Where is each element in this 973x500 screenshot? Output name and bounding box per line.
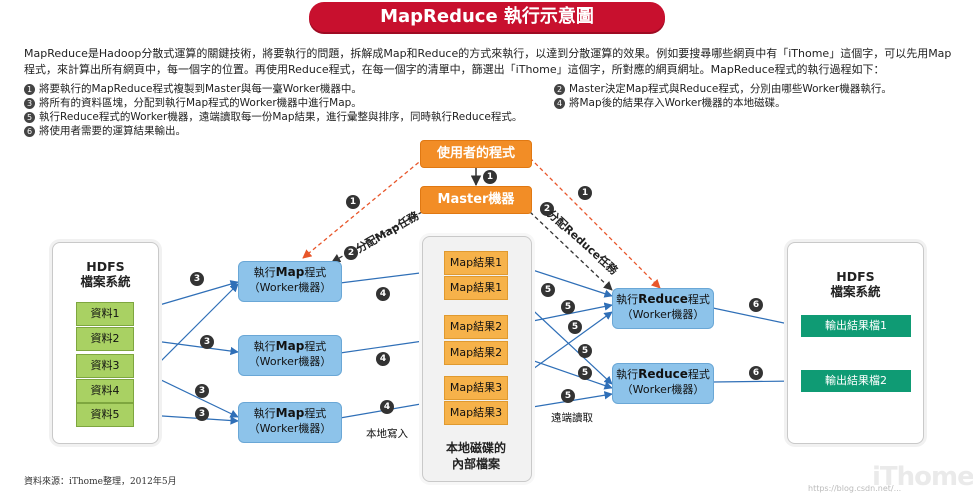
data-file-5: 資料5 [76, 403, 134, 427]
step4-marker: 4 [376, 352, 390, 366]
data-file-2: 資料2 [76, 327, 134, 351]
map-result-3a: Map結果3 [444, 376, 508, 400]
remote-read-label: 遠端讀取 [551, 412, 593, 424]
disk-label-line1: 本地磁碟的 [445, 441, 506, 455]
step-2: 2 Master決定Map程式與Reduce程式，分別由哪些Worker機器執行。 [554, 82, 892, 96]
map-result-1b: Map結果1 [444, 276, 508, 300]
map-result-2b: Map結果2 [444, 341, 508, 365]
step6-marker: 6 [749, 298, 763, 312]
step3-marker: 3 [200, 335, 214, 349]
map-worker-3: 執行Map程式 （Worker機器） [238, 402, 342, 443]
step-text: 將所有的資料區塊，分配到執行Map程式的Worker機器中進行Map。 [39, 97, 362, 109]
step6-marker: 6 [749, 366, 763, 380]
step-number-icon: 4 [554, 97, 565, 109]
map-result-1a: Map結果1 [444, 251, 508, 275]
reduce-worker-subtitle: （Worker機器） [621, 383, 705, 396]
output-file-2: 輸出結果檔2 [801, 370, 911, 392]
step1-marker-center: 1 [483, 170, 497, 184]
step-number-icon: 5 [24, 111, 35, 123]
step5-marker: 5 [568, 320, 582, 334]
map-worker-title: 執行Map程式 [253, 265, 327, 279]
hdfs-left-line2: 檔案系統 [80, 274, 131, 289]
data-file-3: 資料3 [76, 354, 134, 378]
step-number-icon: 6 [24, 125, 35, 137]
step3-marker: 3 [195, 407, 209, 421]
arrow-reduce2-out [712, 376, 799, 386]
hdfs-left-line1: HDFS [86, 259, 125, 274]
local-write-label: 本地寫入 [366, 428, 408, 440]
arrow-assign-reduce [529, 211, 613, 291]
diagram-title: MapReduce 執行示意圖 [309, 2, 665, 32]
watermark: https://blog.csdn.net/... [808, 484, 902, 493]
hdfs-left-title: HDFS 檔案系統 [53, 259, 158, 289]
step1-marker-left: 1 [346, 195, 360, 209]
step5-marker: 5 [578, 344, 592, 358]
reduce-worker-title: 執行Reduce程式 [616, 292, 710, 306]
map-worker-subtitle: （Worker機器） [248, 355, 332, 368]
steps-right: 2 Master決定Map程式與Reduce程式，分別由哪些Worker機器執行。… [554, 82, 892, 110]
reduce-worker-1: 執行Reduce程式 （Worker機器） [612, 288, 714, 329]
map-worker-subtitle: （Worker機器） [248, 281, 332, 294]
user-program-box: 使用者的程式 [420, 140, 532, 168]
data-file-1: 資料1 [76, 302, 134, 326]
step-number-icon: 3 [24, 97, 35, 109]
map-worker-2: 執行Map程式 （Worker機器） [238, 335, 342, 376]
step-number-icon: 1 [24, 83, 35, 95]
step-3: 3 將所有的資料區塊，分配到執行Map程式的Worker機器中進行Map。 [24, 96, 522, 110]
step-text: 將Map後的結果存入Worker機器的本地磁碟。 [569, 97, 786, 109]
step-5: 5 執行Reduce程式的Worker機器，遠端讀取每一份Map結果，進行彙整與排… [24, 110, 522, 124]
step-6: 6 將使用者需要的運算結果輸出。 [24, 124, 522, 138]
master-box: Master機器 [420, 186, 532, 214]
disk-label-line2: 內部檔案 [451, 457, 500, 471]
map-worker-subtitle: （Worker機器） [248, 422, 332, 435]
step-1: 1 將要執行的MapReduce程式複製到Master與每一臺Worker機器中。 [24, 82, 522, 96]
local-disk-label: 本地磁碟的 內部檔案 [422, 440, 530, 472]
reduce-worker-2: 執行Reduce程式 （Worker機器） [612, 363, 714, 404]
step3-marker: 3 [190, 272, 204, 286]
step4-marker: 4 [380, 400, 394, 414]
hdfs-right-panel: HDFS 檔案系統 [787, 242, 924, 444]
map-result-2a: Map結果2 [444, 315, 508, 339]
step-text: 將要執行的MapReduce程式複製到Master與每一臺Worker機器中。 [39, 83, 362, 95]
hdfs-right-title: HDFS 檔案系統 [788, 269, 923, 299]
step5-marker: 5 [541, 283, 555, 297]
step2-marker-reduce: 2 [540, 202, 554, 216]
step-text: 執行Reduce程式的Worker機器，遠端讀取每一份Map結果，進行彙整與排序… [39, 111, 523, 123]
arrow-copy-to-map [302, 157, 425, 259]
step3-marker: 3 [195, 384, 209, 398]
map-worker-title: 執行Map程式 [253, 406, 327, 420]
output-file-1: 輸出結果檔1 [801, 315, 911, 337]
map-result-3b: Map結果3 [444, 401, 508, 425]
step-4: 4 將Map後的結果存入Worker機器的本地磁碟。 [554, 96, 892, 110]
step1-marker-right: 1 [578, 186, 592, 200]
step5-marker: 5 [578, 366, 592, 380]
reduce-worker-title: 執行Reduce程式 [616, 367, 710, 381]
step-text: 將使用者需要的運算結果輸出。 [39, 125, 186, 137]
data-file-4: 資料4 [76, 379, 134, 403]
step2-marker-map: 2 [344, 246, 358, 260]
steps-left: 1 將要執行的MapReduce程式複製到Master與每一臺Worker機器中。… [24, 82, 522, 138]
step-text: Master決定Map程式與Reduce程式，分別由哪些Worker機器執行。 [569, 83, 892, 95]
arrow-reduce1-out [712, 307, 799, 329]
step5-marker: 5 [561, 300, 575, 314]
ithome-logo: iThome [872, 462, 973, 492]
step5-marker: 5 [561, 389, 575, 403]
map-worker-1: 執行Map程式 （Worker機器） [238, 261, 342, 302]
source-note: 資料來源：iThome整理，2012年5月 [24, 477, 177, 487]
hdfs-right-line2: 檔案系統 [830, 284, 881, 299]
hdfs-right-line1: HDFS [836, 269, 875, 284]
reduce-worker-subtitle: （Worker機器） [621, 308, 705, 321]
map-worker-title: 執行Map程式 [253, 339, 327, 353]
intro-paragraph: MapReduce是Hadoop分散式運算的關鍵技術，將要執行的問題，拆解成Ma… [24, 47, 952, 76]
step-number-icon: 2 [554, 83, 565, 95]
step4-marker: 4 [376, 287, 390, 301]
arrow-copy-to-reduce [529, 157, 661, 289]
